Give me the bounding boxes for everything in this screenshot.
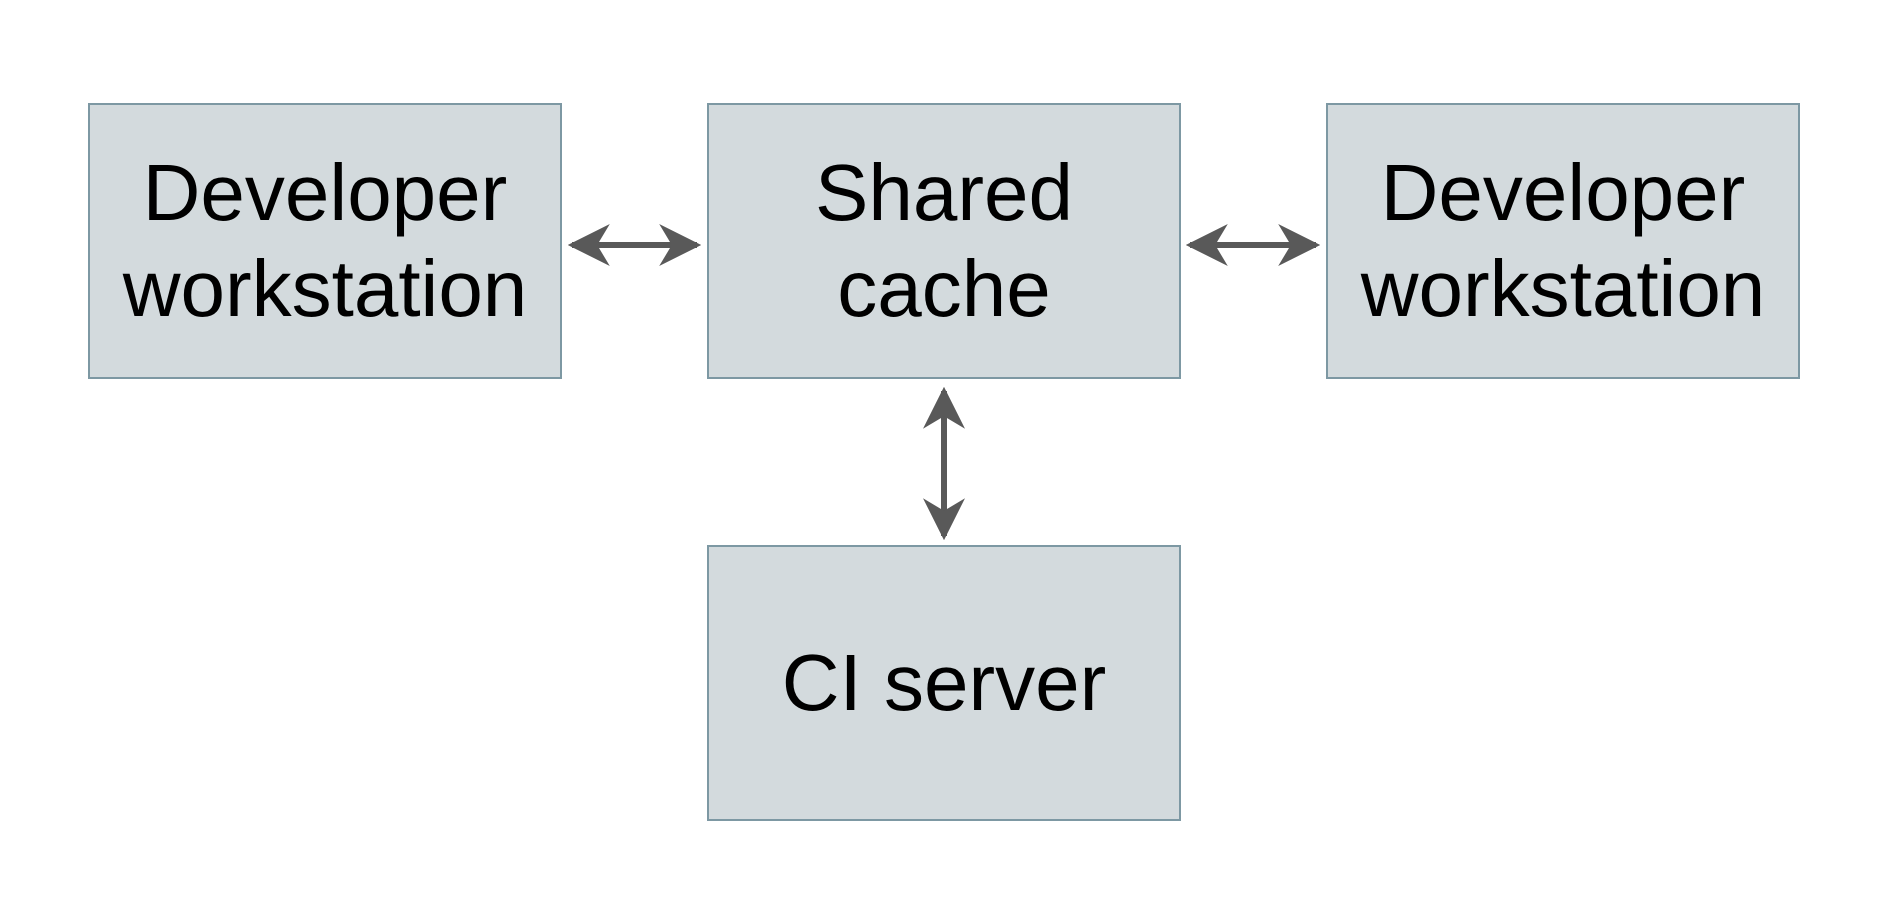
node-developer-workstation-left: Developer workstation [88, 103, 562, 379]
node-developer-workstation-right-label: Developer workstation [1360, 148, 1766, 333]
node-developer-workstation-left-label: Developer workstation [122, 148, 528, 333]
node-developer-workstation-right: Developer workstation [1326, 103, 1800, 379]
node-ci-server-label: CI server [781, 638, 1107, 727]
node-shared-cache: Shared cache [707, 103, 1181, 379]
node-shared-cache-label: Shared cache [815, 148, 1073, 333]
node-ci-server: CI server [707, 545, 1181, 821]
